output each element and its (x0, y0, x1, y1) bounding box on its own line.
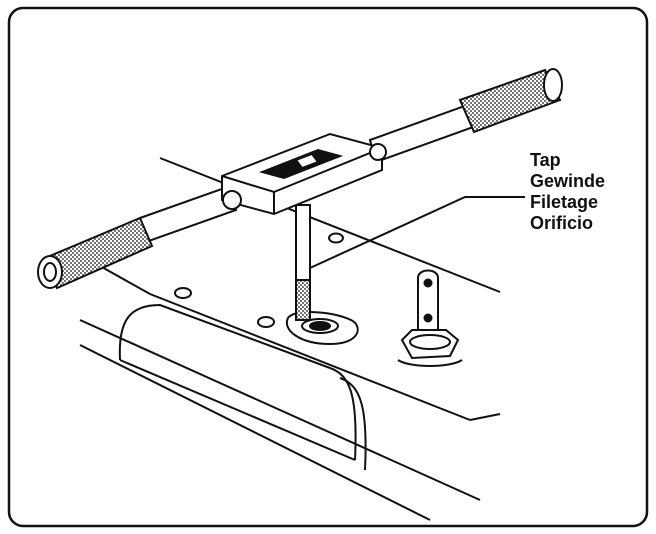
callout-label: Tap Gewinde Filetage Orificio (530, 150, 605, 234)
label-line-4: Orificio (530, 213, 594, 233)
stud-post (397, 269, 463, 367)
thread-boss (285, 311, 359, 346)
border-frame (7, 6, 649, 528)
plate-holes (174, 232, 344, 328)
label-line-1: Tap (530, 150, 561, 170)
machine-plate (79, 157, 501, 521)
tap-shank (295, 204, 311, 321)
label-line-3: Filetage (530, 192, 599, 212)
tap-wrench (37, 68, 563, 290)
label-line-2: Gewinde (530, 171, 606, 191)
leader-line (309, 196, 525, 269)
